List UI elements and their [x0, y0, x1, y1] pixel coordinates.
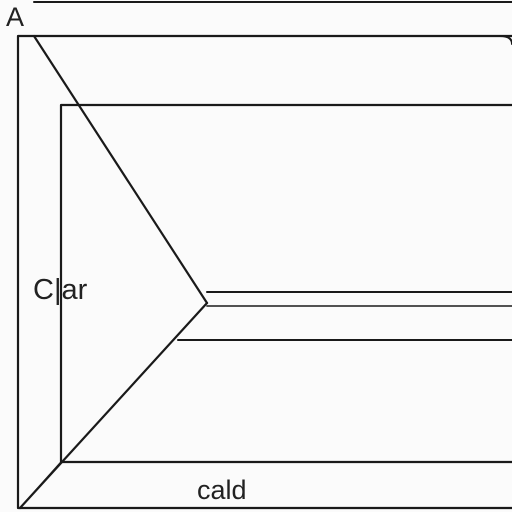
bottom-label: cald — [197, 475, 247, 505]
left-label: C|ar — [33, 274, 88, 306]
outer-frame-corner — [499, 35, 512, 45]
outer-frame — [16, 34, 512, 510]
inner-frame — [59, 103, 512, 464]
upper-diagonal — [32, 34, 209, 305]
bottom-connector — [19, 461, 62, 509]
corner-label: A — [6, 2, 25, 32]
